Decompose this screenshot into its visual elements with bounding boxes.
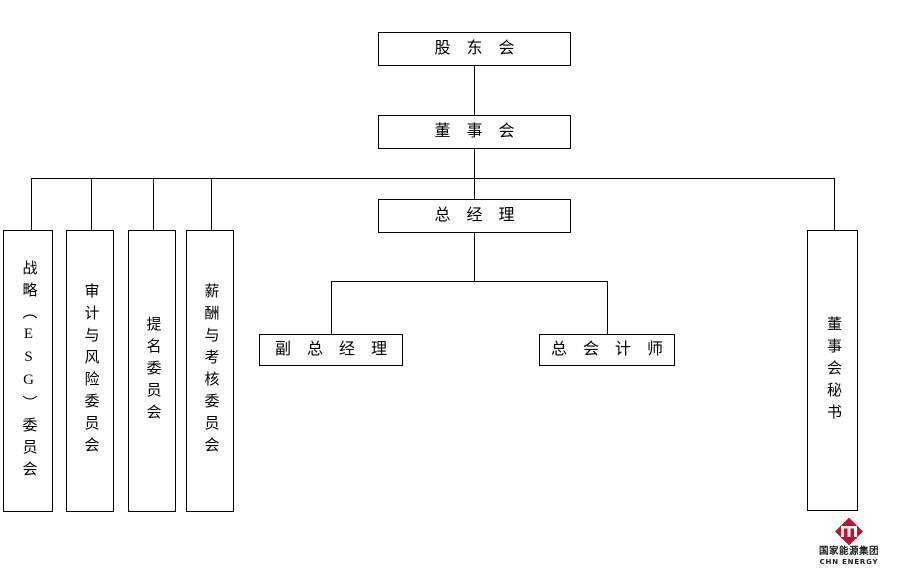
node-board-of-directors-label: 董 事 会 [434, 123, 521, 140]
node-committee-strategy-esg[interactable]: 战略（ESG）委员会 [3, 230, 53, 512]
node-committee-remuneration-appraisal[interactable]: 薪酬与考核委员会 [186, 230, 234, 512]
node-board-secretary[interactable]: 董事会秘书 [807, 230, 858, 511]
brand-name-en: CHN ENERGY [819, 557, 879, 566]
edge-bus-to-board-secretary [834, 178, 835, 230]
node-committee-remuneration-appraisal-label: 薪酬与考核委员会 [202, 283, 219, 459]
node-shareholders-meeting-label: 股 东 会 [434, 40, 521, 57]
edge-bus-to-committee-strategy [31, 178, 32, 230]
chn-energy-logo-icon [823, 517, 875, 546]
node-general-manager[interactable]: 总 经 理 [378, 199, 571, 233]
brand-name-cn: 国家能源集团 [818, 546, 879, 557]
node-committee-strategy-esg-label: 战略（ESG）委员会 [20, 259, 37, 483]
node-board-of-directors[interactable]: 董 事 会 [378, 115, 571, 149]
edge-bus-to-committee-nomination [153, 178, 154, 230]
node-board-secretary-label: 董事会秘书 [825, 315, 841, 426]
edge-bus-to-deputy-general-manager [331, 281, 332, 334]
brand-logo: 国家能源集团 CHN ENERGY [805, 517, 893, 570]
node-shareholders-meeting[interactable]: 股 东 会 [378, 32, 571, 66]
node-committee-audit-risk[interactable]: 审计与风险委员会 [66, 230, 114, 512]
edge-shareholders-to-board [474, 66, 475, 115]
node-deputy-general-manager[interactable]: 副 总 经 理 [259, 334, 403, 366]
edge-bus-to-committee-remuneration [211, 178, 212, 230]
edge-bus-to-chief-accountant [607, 281, 608, 334]
node-chief-accountant[interactable]: 总 会 计 师 [539, 334, 675, 366]
node-committee-nomination-label: 提名委员会 [144, 316, 161, 426]
edge-board-horizontal-bus [31, 178, 835, 179]
node-committee-nomination[interactable]: 提名委员会 [128, 230, 176, 512]
node-general-manager-label: 总 经 理 [434, 207, 521, 224]
node-chief-accountant-label: 总 会 计 师 [550, 341, 669, 358]
edge-general-manager-stem [474, 233, 475, 281]
edge-general-manager-horizontal-bus [331, 281, 608, 282]
edge-board-to-general-manager [474, 149, 475, 199]
node-committee-audit-risk-label: 审计与风险委员会 [82, 283, 99, 459]
chn-energy-emblem-svg [835, 517, 863, 546]
edge-bus-to-committee-audit [91, 178, 92, 230]
node-deputy-general-manager-label: 副 总 经 理 [274, 341, 393, 358]
